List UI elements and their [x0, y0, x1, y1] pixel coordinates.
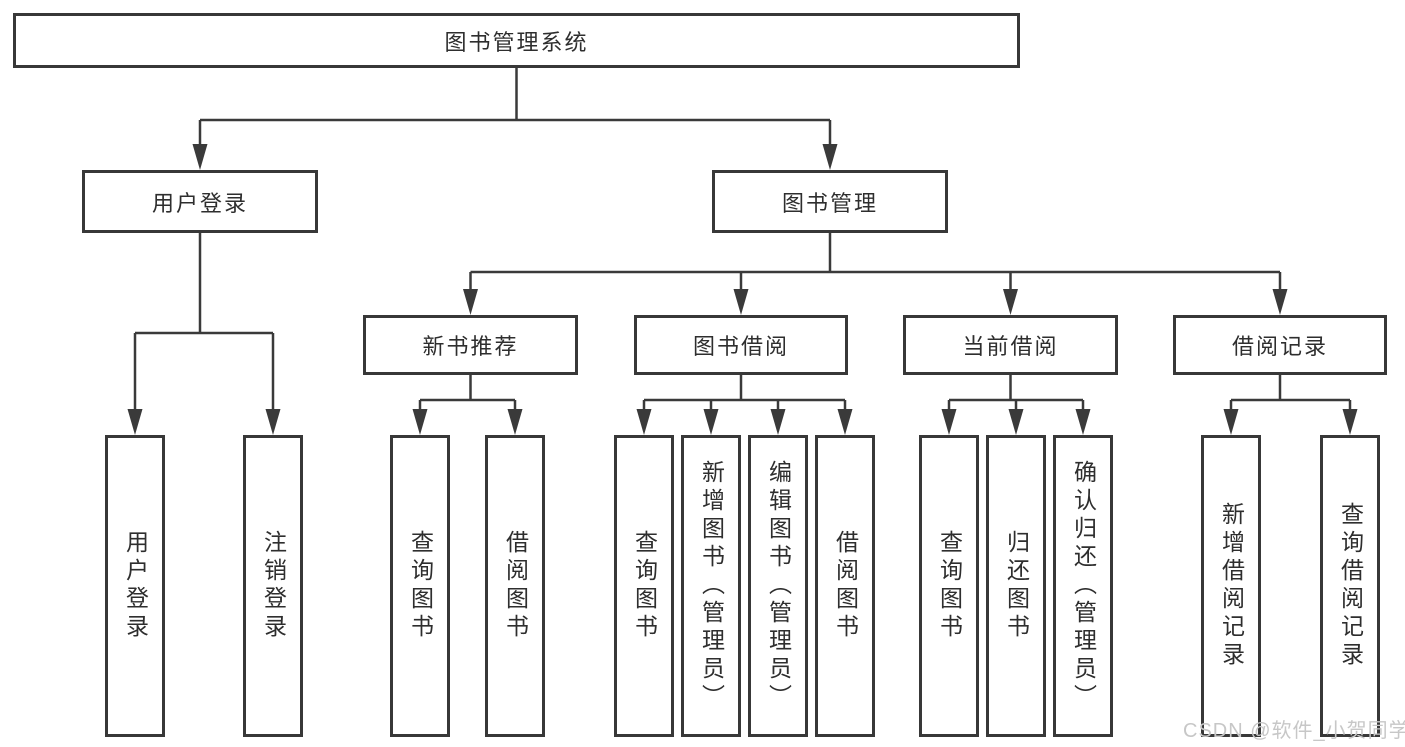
node-book-borrowing: 图书借阅	[634, 315, 848, 375]
node-book-management: 图书管理	[712, 170, 948, 233]
leaf-recommend-borrow-books: 借阅图书	[485, 435, 545, 737]
leaf-add-books-admin-label: 新增图书（管理员）	[698, 460, 725, 712]
leaf-borrowing-borrow-books-label: 借阅图书	[832, 530, 859, 642]
node-current-borrowing: 当前借阅	[903, 315, 1118, 375]
leaf-borrowing-query-books-label: 查询图书	[631, 530, 658, 642]
leaf-user-login-label: 用户登录	[122, 530, 149, 642]
node-borrowing-records-label: 借阅记录	[1231, 334, 1328, 359]
leaf-add-borrow-record: 新增借阅记录	[1201, 435, 1261, 737]
leaf-recommend-query-books-label: 查询图书	[407, 530, 434, 642]
leaf-user-login: 用户登录	[105, 435, 165, 737]
csdn-watermark: CSDN @软件_小贺同学	[1183, 720, 1405, 742]
leaf-borrowing-query-books: 查询图书	[614, 435, 674, 737]
leaf-borrowing-borrow-books: 借阅图书	[815, 435, 875, 737]
leaf-return-books-label: 归还图书	[1003, 530, 1030, 642]
node-user-login-branch: 用户登录	[82, 170, 318, 233]
leaf-edit-books-admin: 编辑图书（管理员）	[748, 435, 808, 737]
leaf-query-borrow-record: 查询借阅记录	[1320, 435, 1380, 737]
node-user-login-branch-label: 用户登录	[151, 190, 248, 216]
node-current-borrowing-label: 当前借阅	[962, 334, 1059, 359]
node-book-management-label: 图书管理	[781, 190, 878, 216]
node-book-borrowing-label: 图书借阅	[692, 334, 789, 359]
leaf-add-borrow-record-label: 新增借阅记录	[1218, 502, 1245, 670]
node-new-book-recommendation-label: 新书推荐	[422, 334, 519, 359]
leaf-current-query-books: 查询图书	[919, 435, 979, 737]
node-borrowing-records: 借阅记录	[1173, 315, 1387, 375]
leaf-add-books-admin: 新增图书（管理员）	[681, 435, 741, 737]
leaf-confirm-return-admin-label: 确认归还（管理员）	[1070, 460, 1097, 712]
node-root-label: 图书管理系统	[444, 29, 589, 55]
leaf-recommend-borrow-books-label: 借阅图书	[502, 530, 529, 642]
leaf-query-borrow-record-label: 查询借阅记录	[1337, 502, 1364, 670]
leaf-logout-label: 注销登录	[260, 530, 287, 642]
leaf-edit-books-admin-label: 编辑图书（管理员）	[765, 460, 792, 712]
leaf-recommend-query-books: 查询图书	[390, 435, 450, 737]
leaf-return-books: 归还图书	[986, 435, 1046, 737]
leaf-confirm-return-admin: 确认归还（管理员）	[1053, 435, 1113, 737]
leaf-current-query-books-label: 查询图书	[936, 530, 963, 642]
node-new-book-recommendation: 新书推荐	[363, 315, 578, 375]
arrowheads	[127, 144, 1358, 435]
leaf-logout: 注销登录	[243, 435, 303, 737]
node-root: 图书管理系统	[13, 13, 1020, 68]
